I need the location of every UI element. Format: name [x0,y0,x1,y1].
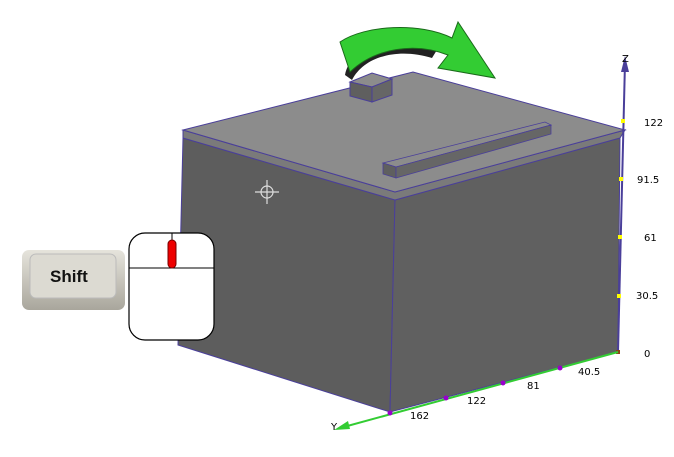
z-axis: Z 0 30.5 61 91.5 122 [616,54,663,360]
mouse-middle-button-icon [128,232,215,341]
small-block [348,72,394,103]
y-axis: Y 40.5 81 122 162 [330,351,619,433]
box-top-face [181,71,627,193]
z-tick-122: 122 [644,118,663,129]
y-axis-label: Y [330,422,338,433]
z-tick-0: 0 [644,349,650,360]
shift-key-icon: Shift [22,250,125,310]
rotate-arrow-icon [339,20,497,80]
z-tick-30.5: 30.5 [636,291,658,302]
y-tick-122: 122 [467,396,486,407]
y-tick-162: 162 [410,411,429,422]
z-tick-61: 61 [644,233,657,244]
z-tick-91.5: 91.5 [637,175,659,186]
y-tick-81: 81 [527,381,540,392]
long-bar [381,121,553,179]
y-tick-40.5: 40.5 [578,367,600,378]
shift-key-label: Shift [50,267,88,286]
move-cursor-icon [255,180,279,204]
z-axis-label: Z [622,54,629,65]
box-model[interactable] [177,71,627,413]
